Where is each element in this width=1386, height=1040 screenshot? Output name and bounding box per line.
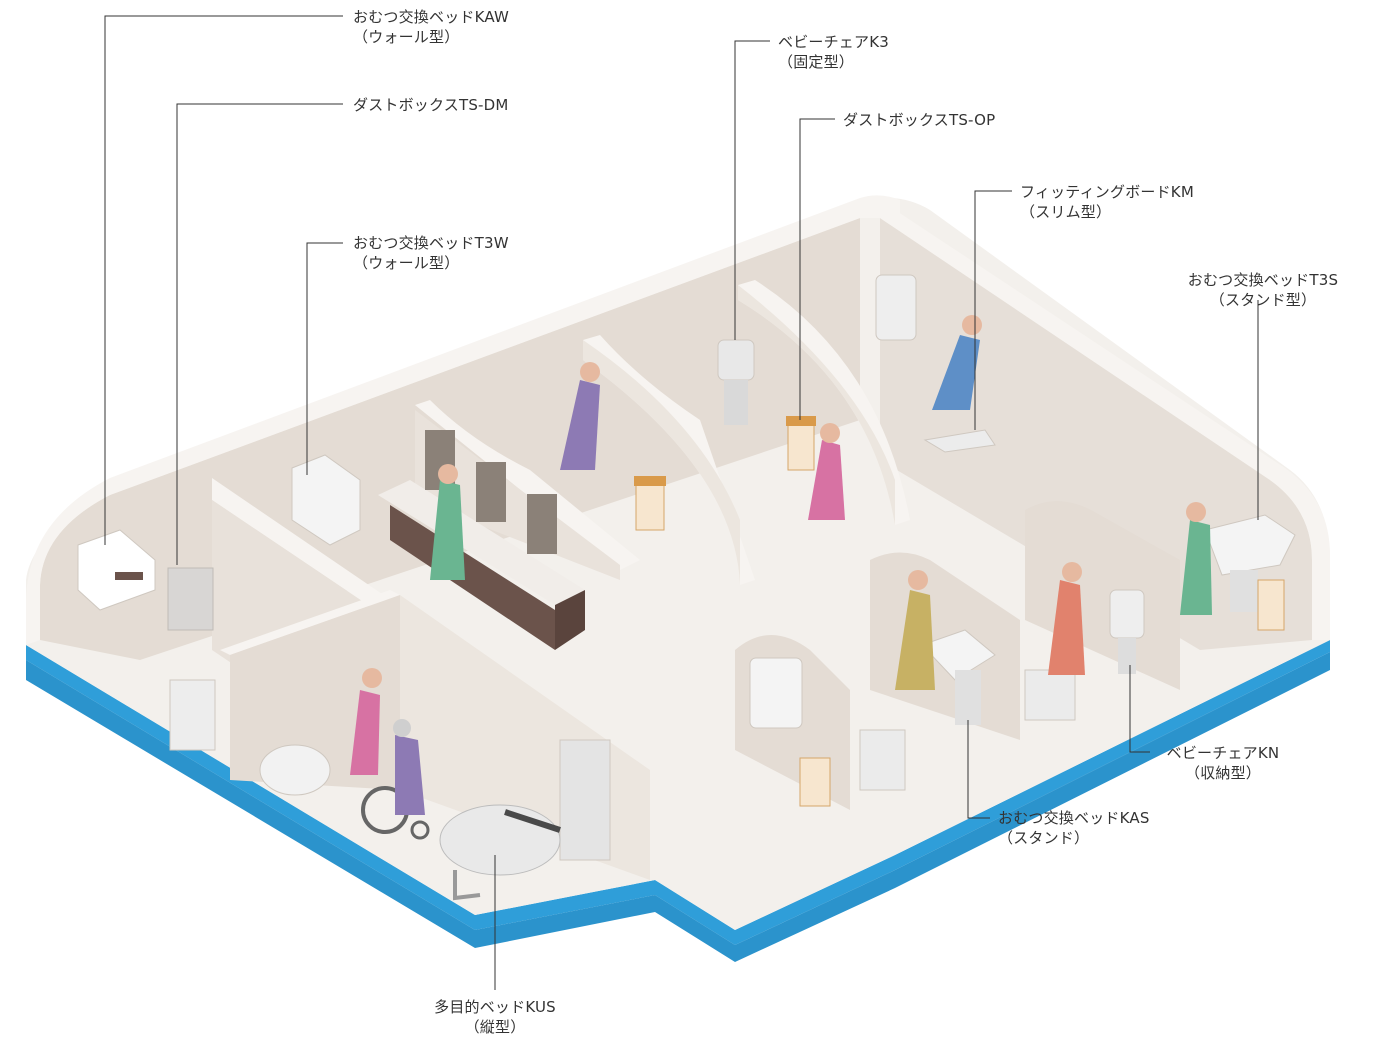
leader-tsdm [176,103,343,565]
label-kas-name: おむつ交換ベッドKAS [998,809,1150,827]
dust-box-center [635,479,665,531]
label-t3w: おむつ交換ベッドT3W （ウォール型） [353,233,509,273]
leader-kaw [104,15,343,545]
diaper-bed-t3s [1204,514,1296,612]
dust-box-ts-op [787,419,815,471]
mirror-3 [527,494,557,554]
label-k3: ベビーチェアK3 （固定型） [778,32,889,72]
diaper-bed-kaw [77,529,156,611]
label-kn-name: ベビーチェアKN [1166,744,1280,762]
toilet [259,744,331,796]
baby-chair-k3 [717,339,755,425]
label-km-name: フィッティングボードKM [1020,183,1194,201]
people [350,315,1212,815]
label-k3-type: （固定型） [778,53,855,71]
leader-kn [1129,665,1150,753]
label-t3s-type: （スタンド型） [1209,291,1317,309]
leader-tsop [799,118,835,420]
label-kus-name: 多目的ベッドKUS [434,998,556,1016]
label-kn: ベビーチェアKN （収納型） [1158,743,1288,783]
label-kas: おむつ交換ベッドKAS （スタンド） [998,808,1150,848]
hand-dryer-km-room [875,274,917,341]
label-kaw-type: （ウォール型） [353,28,460,46]
label-kus: 多目的ベッドKUS （縦型） [420,997,570,1037]
sink-counter [378,480,585,605]
dust-box-kas-room [799,757,831,807]
label-kas-type: （スタンド） [998,829,1090,847]
partition-wall-2 [415,400,640,570]
label-tsdm: ダストボックスTS-DM [353,95,509,115]
leader-kas [967,720,990,819]
label-tsop-name: ダストボックスTS-OP [843,111,996,129]
dust-box-t3s-room [1257,579,1285,631]
diaper-bed-kas [921,629,996,725]
label-km-type: （スリム型） [1020,203,1112,221]
mirror-2 [476,462,506,522]
leader-lines [104,15,1259,990]
label-kus-type: （縦型） [464,1018,526,1036]
multipurpose-bed-kus [439,739,611,901]
label-kaw-name: おむつ交換ベッドKAW [353,8,510,26]
label-k3-name: ベビーチェアK3 [778,33,889,51]
label-tsdm-name: ダストボックスTS-DM [353,96,509,114]
dust-box-ts-dm [167,567,214,631]
fitting-board-km [923,429,996,453]
label-t3s: おむつ交換ベッドT3S （スタンド型） [1178,270,1348,310]
leader-t3w [306,242,343,475]
diaper-bed-t3w [291,454,361,546]
label-kaw: おむつ交換ベッドKAW （ウォール型） [353,7,509,47]
label-t3s-name: おむつ交換ベッドT3S [1187,271,1339,289]
baby-chair-kn [1109,589,1145,674]
leader-k3 [734,40,770,340]
leader-km [974,190,1012,430]
label-kn-type: （収納型） [1184,764,1261,782]
label-tsop: ダストボックスTS-OP [843,110,995,130]
accessible-room-wall [220,590,400,655]
label-t3w-type: （ウォール型） [353,254,460,272]
label-t3w-name: おむつ交換ベッドT3W [353,234,509,252]
label-km: フィッティングボードKM （スリム型） [1020,182,1194,222]
cubicle-t3s [1025,501,1180,690]
